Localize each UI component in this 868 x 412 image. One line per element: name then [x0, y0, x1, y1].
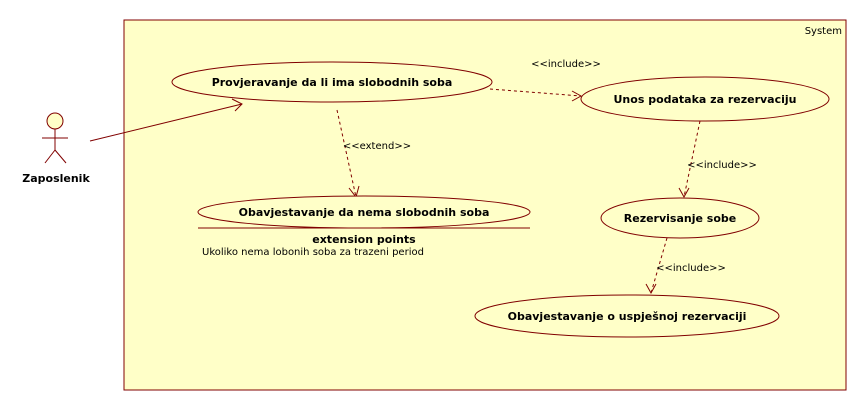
include-arrow-entry-reserve	[678, 120, 701, 199]
use-case-enter-reservation-data[interactable]: Unos podataka za rezervaciju	[580, 76, 830, 122]
use-case-notify-no-rooms[interactable]: Obavjestavanje da nema slobodnih soba ex…	[197, 195, 531, 258]
use-case-label: Obavjestavanje da nema slobodnih soba	[239, 206, 490, 219]
actor-label: Zaposlenik	[22, 172, 90, 185]
use-case-label: Obavjestavanje o uspješnoj rezervaciji	[508, 310, 747, 323]
use-case-label: Provjeravanje da li ima slobodnih soba	[212, 76, 453, 89]
association-actor-check	[89, 98, 243, 142]
use-case-label: Unos podataka za rezervaciju	[614, 93, 797, 106]
use-case-reserve-room[interactable]: Rezervisanje sobe	[600, 197, 760, 239]
include-label-reserve-notify: <<include>>	[656, 263, 726, 274]
extend-label: <<extend>>	[343, 141, 411, 152]
include-label-check-entry: <<include>>	[531, 59, 601, 70]
extension-point-item: Ukoliko nema lobonih soba za trazeni per…	[202, 247, 424, 258]
use-case-label: Rezervisanje sobe	[624, 212, 736, 225]
include-label-entry-reserve: <<include>>	[687, 160, 757, 171]
include-arrow-reserve-notify	[645, 237, 668, 295]
stick-figure-icon	[42, 112, 68, 164]
use-case-notify-success[interactable]: Obavjestavanje o uspješnoj rezervaciji	[474, 294, 780, 338]
system-label: System	[805, 26, 842, 37]
use-case-check-availability[interactable]: Provjeravanje da li ima slobodnih soba	[171, 61, 493, 103]
extension-points-title: extension points	[312, 233, 416, 246]
actor-zaposlenik[interactable]: Zaposlenik	[22, 112, 90, 185]
include-arrow-check-entry	[489, 88, 583, 102]
